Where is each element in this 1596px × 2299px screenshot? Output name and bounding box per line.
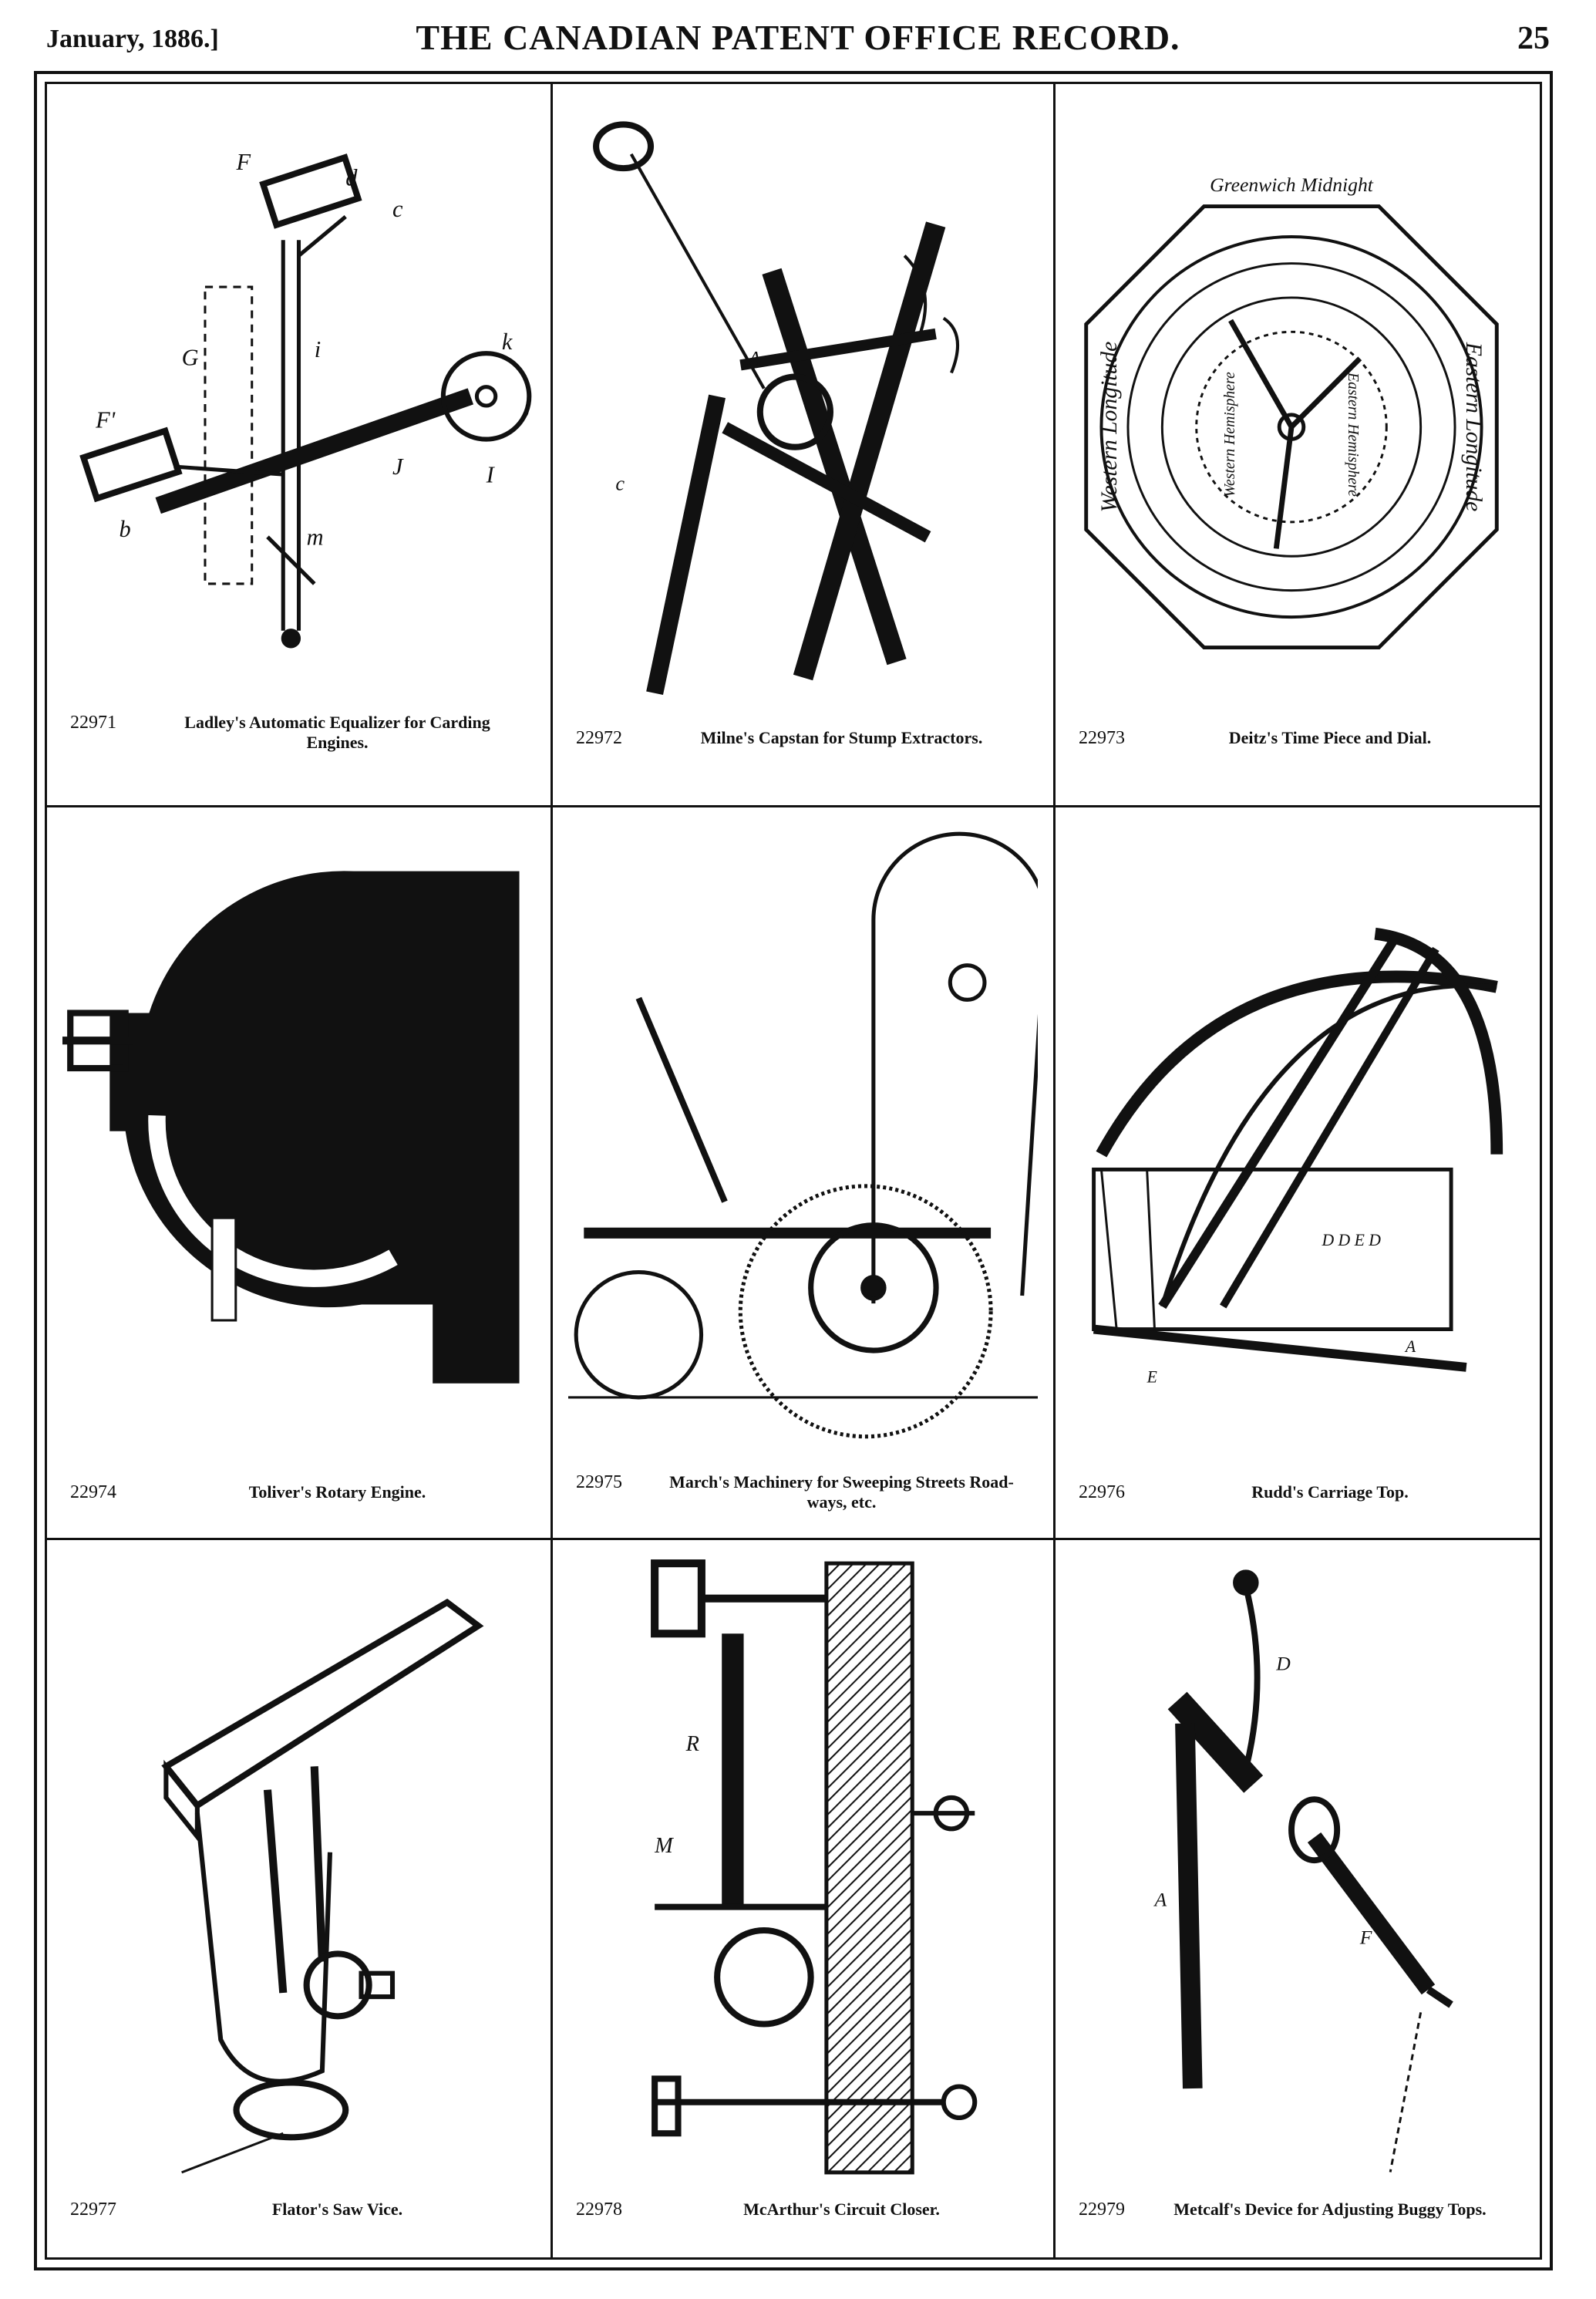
dial-label-right: Eastern Longitude — [1461, 342, 1486, 511]
grid-divider — [551, 84, 553, 2257]
svg-text:A: A — [747, 347, 762, 369]
patent-cell: D D E D E A 22976 Rudd's Carriage Top. — [1056, 807, 1527, 1538]
patent-title: Deitz's Time Piece and Dial. — [1228, 728, 1432, 747]
buggy-top-adjuster-drawing: D A F — [1071, 1556, 1512, 2180]
patent-title: Ladley's Automatic Equalizer for Carding… — [184, 713, 490, 752]
svg-text:J: J — [392, 453, 404, 480]
svg-text:c: c — [615, 472, 625, 494]
grid-divider — [47, 805, 1540, 807]
patent-caption: 22972 Milne's Capstan for Stump Extracto… — [576, 728, 1030, 748]
patent-title: Rudd's Carriage Top. — [1251, 1482, 1409, 1502]
svg-text:F': F' — [95, 406, 116, 433]
patent-title: March's Machinery for Sweeping Streets R… — [669, 1472, 1014, 1512]
patent-number: 22973 — [1079, 728, 1125, 748]
svg-text:F: F — [1359, 1927, 1372, 1949]
patent-title: Flator's Saw Vice. — [271, 2200, 403, 2219]
patent-number: 22976 — [1079, 1482, 1125, 1502]
patent-title: Milne's Capstan for Stump Extractors. — [700, 728, 983, 747]
saw-vice-drawing — [62, 1556, 535, 2180]
svg-text:j: j — [522, 391, 531, 417]
svg-text:i: i — [315, 336, 321, 362]
dial-label-left: Western Longitude — [1097, 342, 1122, 513]
patent-number: 22975 — [576, 1472, 622, 1492]
patent-cell: Greenwich Midnight Western Longitude Eas… — [1056, 84, 1527, 805]
publication-title: THE CANADIAN PATENT OFFICE RECORD. — [416, 18, 1180, 57]
patent-number: 22979 — [1079, 2200, 1125, 2220]
dial-label-inner-right: Eastern Hemisphere — [1345, 372, 1362, 497]
patent-number: 22972 — [576, 728, 622, 748]
patent-caption: 22976 Rudd's Carriage Top. — [1079, 1482, 1504, 1502]
svg-text:R: R — [685, 1732, 699, 1756]
patent-title: Metcalf's Device for Adjusting Buggy Top… — [1173, 2200, 1487, 2219]
svg-text:c: c — [392, 196, 403, 222]
svg-text:E: E — [1146, 1368, 1157, 1387]
patent-cell: 22974 Toliver's Rotary Engine. — [47, 807, 551, 1538]
grid-divider — [47, 1538, 1540, 1540]
rotary-engine-drawing — [62, 823, 535, 1455]
grid-divider — [1053, 84, 1056, 2257]
svg-text:F: F — [235, 149, 251, 175]
patent-caption: 22979 Metcalf's Device for Adjusting Bug… — [1079, 2200, 1504, 2220]
patent-cell: 22977 Flator's Saw Vice. — [47, 1540, 551, 2265]
svg-text:I: I — [486, 461, 496, 487]
svg-text:A: A — [1153, 1888, 1167, 1910]
patent-number: 22978 — [576, 2200, 622, 2220]
clock-dial-drawing: Greenwich Midnight Western Longitude Eas… — [1071, 99, 1512, 709]
patent-number: 22974 — [70, 1482, 116, 1502]
svg-text:A: A — [1404, 1337, 1416, 1356]
patent-title: McArthur's Circuit Closer. — [743, 2200, 940, 2219]
svg-text:M: M — [654, 1834, 674, 1858]
street-sweeper-drawing — [568, 823, 1038, 1455]
svg-text:G: G — [182, 344, 199, 370]
patent-caption: 22974 Toliver's Rotary Engine. — [70, 1482, 527, 1502]
patent-number: 22971 — [70, 713, 116, 733]
patent-caption: 22971 Ladley's Automatic Equalizer for C… — [70, 713, 527, 753]
svg-text:k: k — [502, 329, 513, 355]
dial-label-inner-left: Western Hemisphere — [1221, 372, 1238, 497]
patent-caption: 22978 McArthur's Circuit Closer. — [576, 2200, 1030, 2220]
page-number: 25 — [1517, 21, 1550, 56]
patent-title: Toliver's Rotary Engine. — [248, 1482, 426, 1502]
svg-text:b: b — [120, 516, 131, 542]
svg-text:d: d — [345, 164, 358, 190]
page-header: January, 1886.] THE CANADIAN PATENT OFFI… — [46, 14, 1550, 60]
patent-caption: 22973 Deitz's Time Piece and Dial. — [1079, 728, 1504, 748]
patent-number: 22977 — [70, 2200, 116, 2220]
svg-text:m: m — [307, 524, 324, 550]
patent-caption: 22975 March's Machinery for Sweeping Str… — [576, 1472, 1030, 1512]
patent-cell: D A F 22979 Metcalf's Device for Adjusting… — [1056, 1540, 1527, 2265]
carriage-top-drawing: D D E D E A — [1071, 823, 1512, 1455]
patent-cell: 22975 March's Machinery for Sweeping Str… — [553, 807, 1053, 1538]
patent-caption: 22977 Flator's Saw Vice. — [70, 2200, 527, 2220]
svg-text:D: D — [1275, 1653, 1291, 1675]
dial-label-top: Greenwich Midnight — [1210, 174, 1374, 196]
issue-date: January, 1886.] — [46, 25, 219, 53]
svg-text:D D E D: D D E D — [1321, 1231, 1381, 1249]
